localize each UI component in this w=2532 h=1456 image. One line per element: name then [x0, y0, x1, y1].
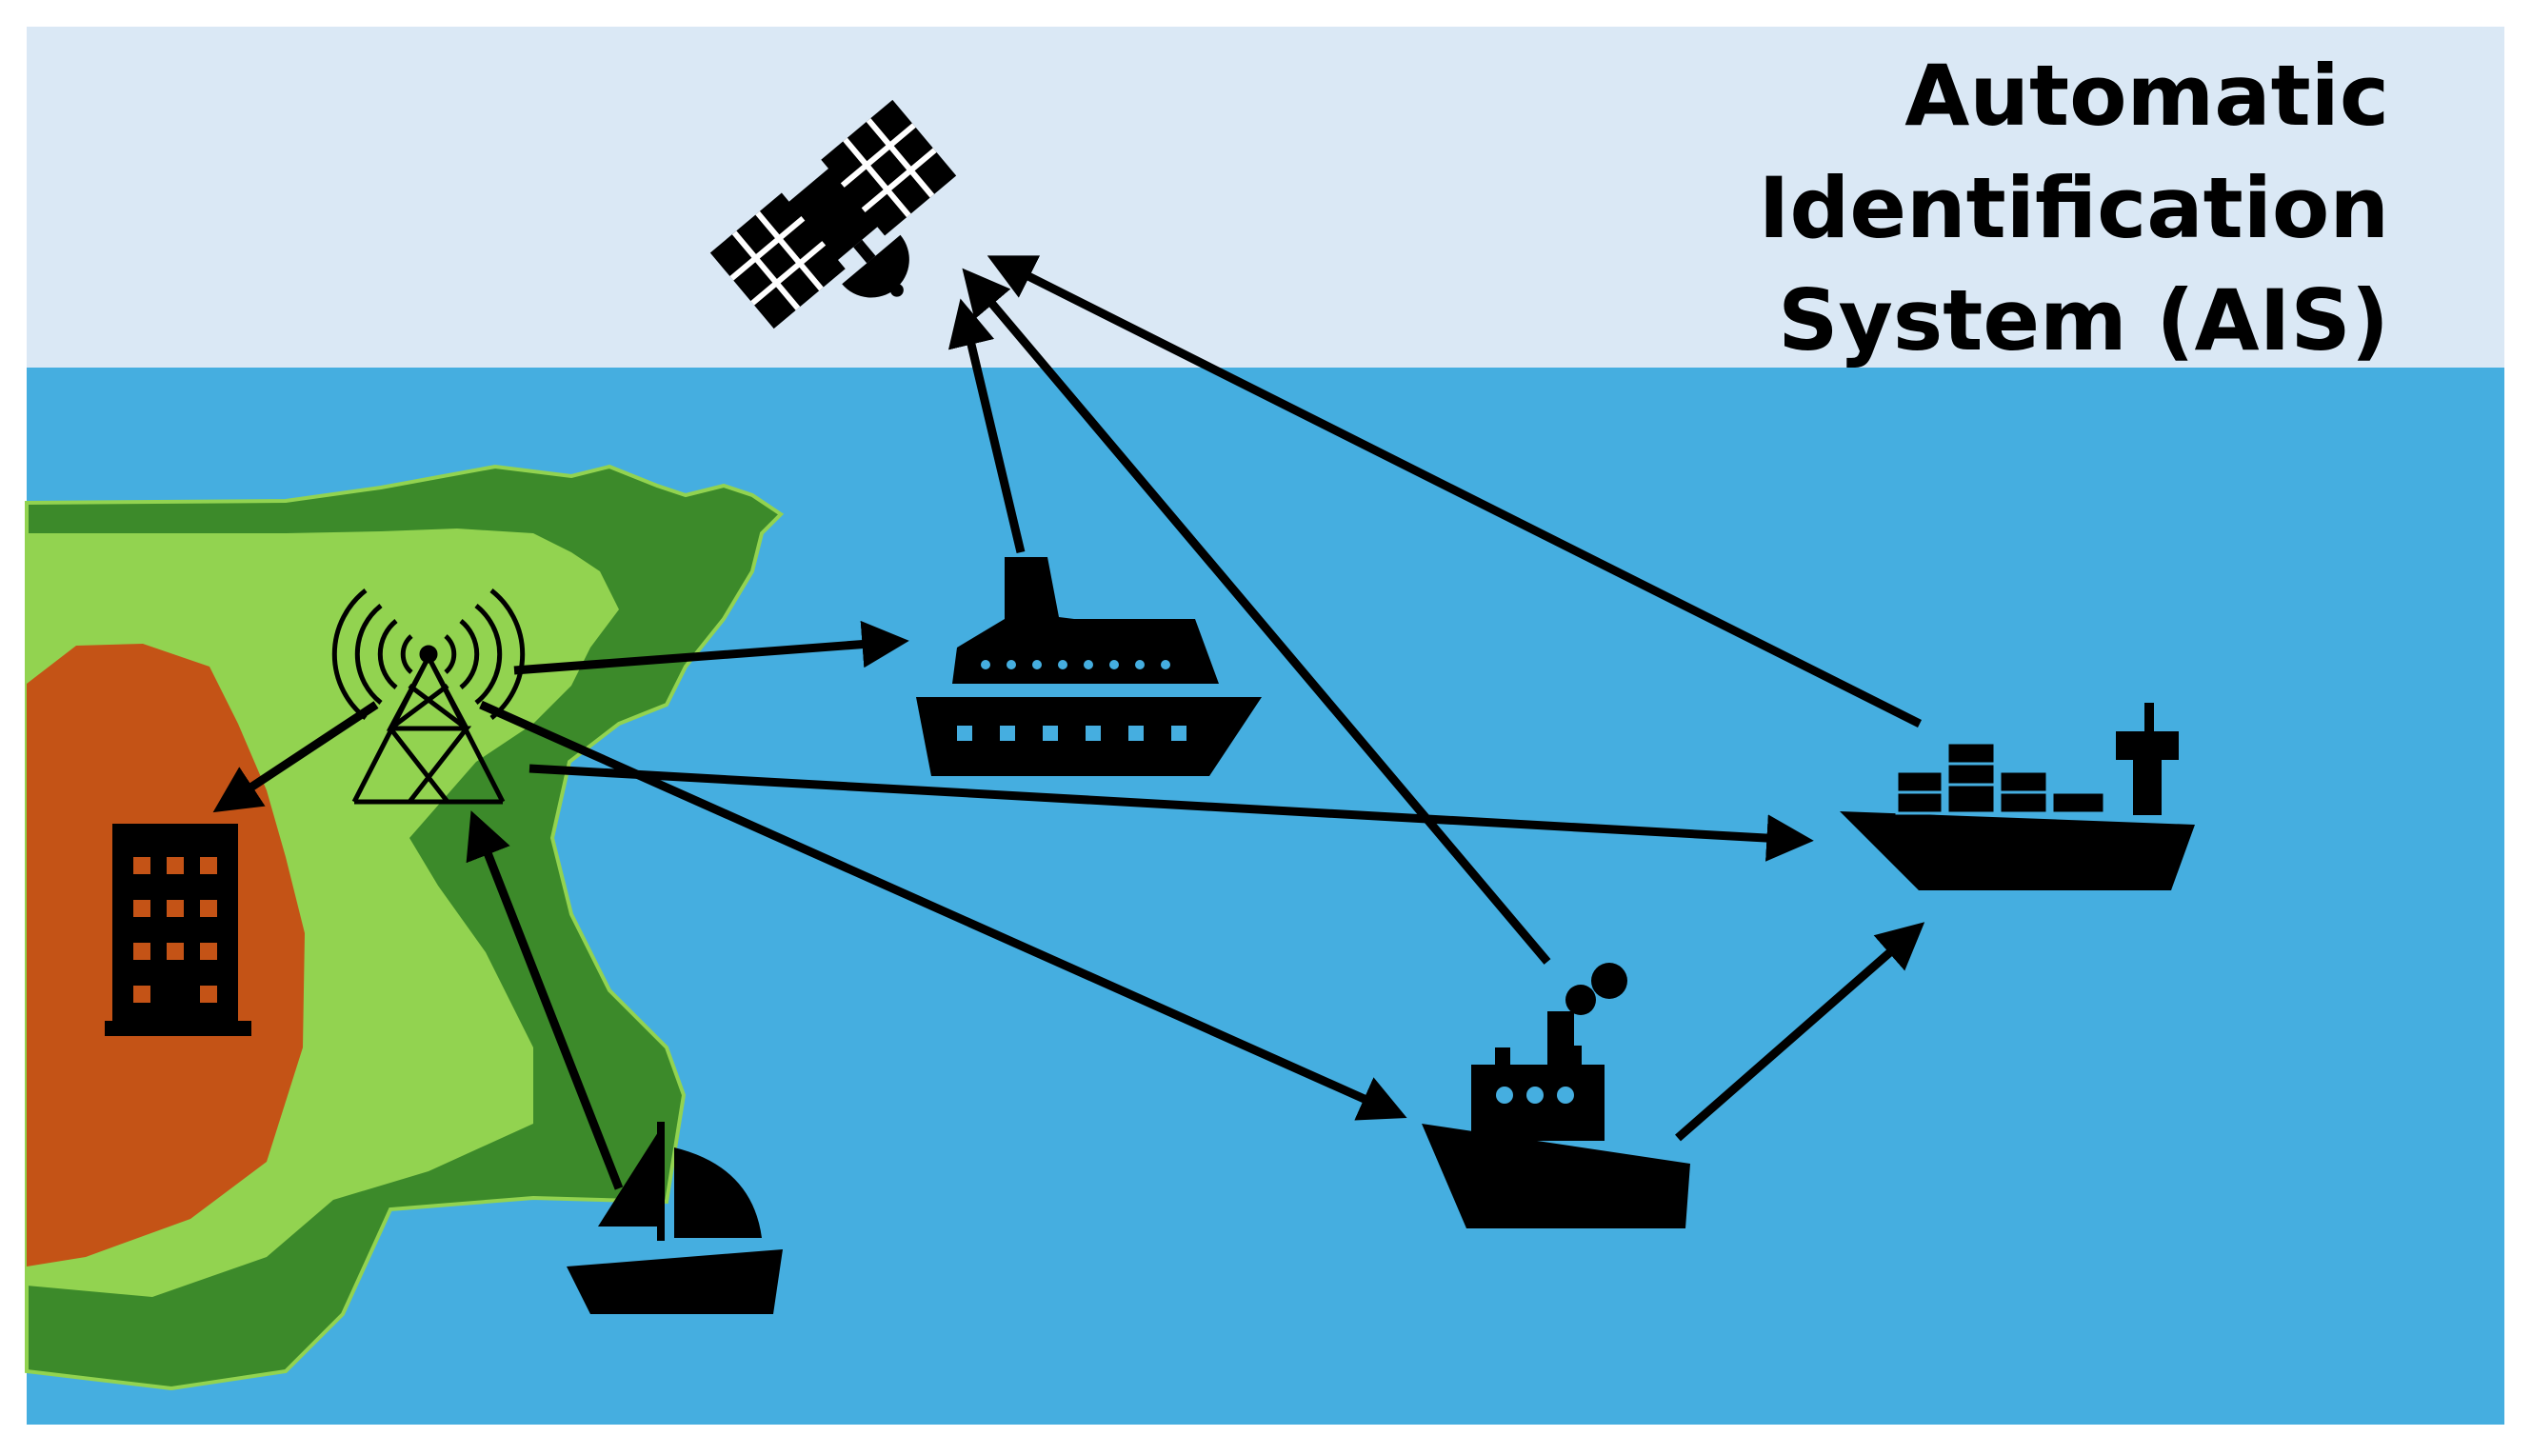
satellite-icon	[709, 99, 957, 329]
container-ship-icon	[1840, 703, 2195, 890]
cruise-ship-icon	[916, 557, 1262, 776]
title-line-3: System (AIS)	[1778, 271, 2389, 369]
tugboat-icon	[1422, 963, 1690, 1228]
radio-tower-icon	[331, 588, 526, 805]
sailboat-icon	[567, 1122, 783, 1314]
title-line-2: Identification	[1758, 159, 2389, 257]
arrow-tower-to-building	[212, 701, 379, 813]
arrow-tugboat-to-satellite	[962, 268, 1551, 965]
signal-arrows	[212, 255, 1925, 1190]
diagram-title: Automatic Identification System (AIS)	[1532, 40, 2389, 377]
arrow-tower-to-cruise	[513, 620, 909, 675]
arrow-cruise-to-satellite	[947, 298, 1026, 554]
building-icon	[105, 824, 251, 1036]
arrow-tugboat-to-container	[1675, 922, 1925, 1142]
arrow-sailboat-to-tower	[466, 810, 624, 1190]
sky-band	[27, 27, 2504, 369]
arrow-tower-to-container	[528, 764, 1814, 862]
arrow-tower-to-tugboat	[479, 700, 1407, 1121]
arrow-container-to-satellite	[987, 255, 1923, 728]
title-line-1: Automatic	[1904, 47, 2389, 145]
